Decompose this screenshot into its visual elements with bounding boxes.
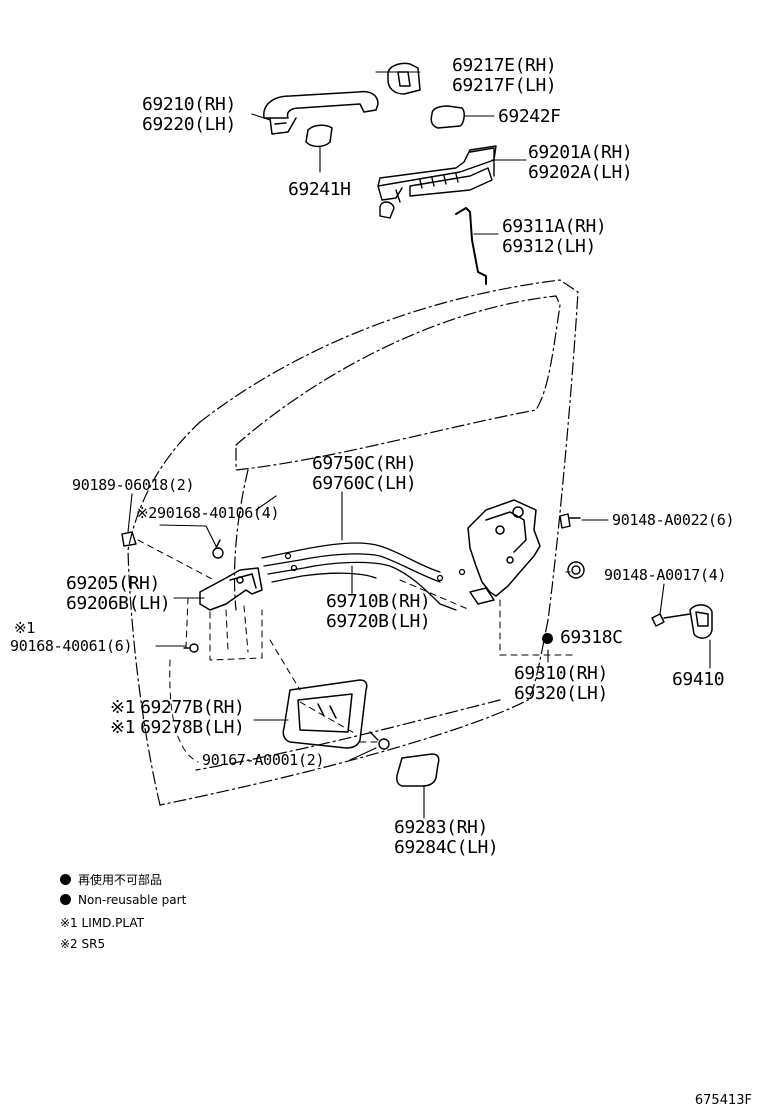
non-reusable-dot-icon: [542, 633, 553, 644]
screw-lock: [559, 513, 581, 529]
screw-bezel-2: [369, 731, 390, 750]
label-outer-handle-lh: 69220(LH): [142, 114, 236, 135]
label-outer-handle-cap-lh: 69217F(LH): [452, 75, 557, 96]
lock-rod: [455, 207, 487, 285]
note1-mark: ※1: [110, 717, 136, 738]
pull-handle-cover: [396, 753, 440, 787]
label-cable-lower-rh: 69710B(RH): [326, 591, 431, 612]
label-screw-bezel-2: 90167-A0001(2): [202, 751, 325, 769]
label-screw-striker: 90148-A0017(4): [604, 566, 727, 584]
note2-mark: ※2: [136, 504, 157, 522]
screw-bezel: [183, 643, 199, 653]
label-outer-handle-cap-rh: 69217E(RH): [452, 55, 557, 76]
note1-mark: ※1: [110, 697, 136, 718]
diagram-id: 675413F: [694, 1093, 752, 1108]
outer-handle: [263, 90, 379, 135]
non-reusable-dot-icon: [60, 894, 71, 905]
label-handle-pad-rear: 69242F: [498, 106, 561, 127]
label-lock-rod-lh: 69312(LH): [502, 236, 596, 257]
door-lock: [467, 499, 541, 605]
label-outer-handle-rh: 69210(RH): [142, 94, 236, 115]
label-lock-assembly-rh: 69310(RH): [514, 663, 608, 684]
label-cable-upper-rh: 69750C(RH): [312, 453, 417, 474]
label-cable-lower-lh: 69720B(LH): [326, 611, 431, 632]
label-cable-upper-lh: 69760C(LH): [312, 473, 417, 494]
label-screw-inner-handle: ※290168-40106(4): [136, 504, 280, 522]
cable-set: [261, 542, 466, 611]
phantom-lines: [137, 539, 575, 763]
label-lock-assembly-lh: 69320(LH): [514, 683, 608, 704]
bezel-rh-number: 69277B(RH): [140, 697, 245, 718]
label-screw-lock: 90148-A0022(6): [612, 511, 735, 529]
label-note1-mark: ※1: [14, 619, 35, 637]
screw-inner-handle-number: 90168-40106(4): [157, 504, 280, 522]
label-striker: 69410: [672, 669, 725, 690]
label-handle-frame-rh: 69201A(RH): [528, 142, 633, 163]
handle-pad-front: [305, 124, 333, 148]
screw-inner-handle: [212, 539, 224, 559]
label-clip: 90189-06018(2): [72, 476, 195, 494]
bezel-lh-number: 69278B(LH): [140, 717, 245, 738]
handle-frame: [377, 145, 497, 219]
clip: [121, 531, 137, 547]
inner-handle-bezel: [282, 679, 368, 749]
label-inner-handle-rh: 69205(RH): [66, 573, 160, 594]
label-pull-handle-lh: 69284C(LH): [394, 837, 499, 858]
legend-note1: ※1 LIMD.PLAT: [60, 916, 144, 930]
leader-lines: [127, 71, 711, 819]
label-pull-handle-rh: 69283(RH): [394, 817, 488, 838]
legend-non-reusable-jp: 再使用不可部品: [60, 873, 162, 887]
label-handle-pad-front: 69241H: [288, 179, 351, 200]
lock-cover-number: 69318C: [560, 627, 623, 648]
handle-pad-rear: [430, 105, 465, 129]
label-screw-bezel: 90168-40061(6): [10, 637, 133, 655]
legend-non-reusable-en-text: Non-reusable part: [78, 893, 187, 907]
inner-handle: [199, 567, 263, 611]
screw-striker: [651, 613, 691, 627]
label-inner-handle-lh: 69206B(LH): [66, 593, 171, 614]
legend-note2: ※2 SR5: [60, 937, 106, 951]
handle-cap: [387, 62, 421, 95]
legend-non-reusable-jp-text: 再使用不可部品: [78, 873, 163, 887]
legend-non-reusable-en: Non-reusable part: [60, 893, 186, 907]
label-lock-cover: 69318C: [542, 628, 623, 647]
label-lock-rod-rh: 69311A(RH): [502, 216, 607, 237]
lock-cover: [567, 561, 585, 579]
label-handle-frame-lh: 69202A(LH): [528, 162, 633, 183]
non-reusable-dot-icon: [60, 874, 71, 885]
striker: [689, 604, 713, 639]
